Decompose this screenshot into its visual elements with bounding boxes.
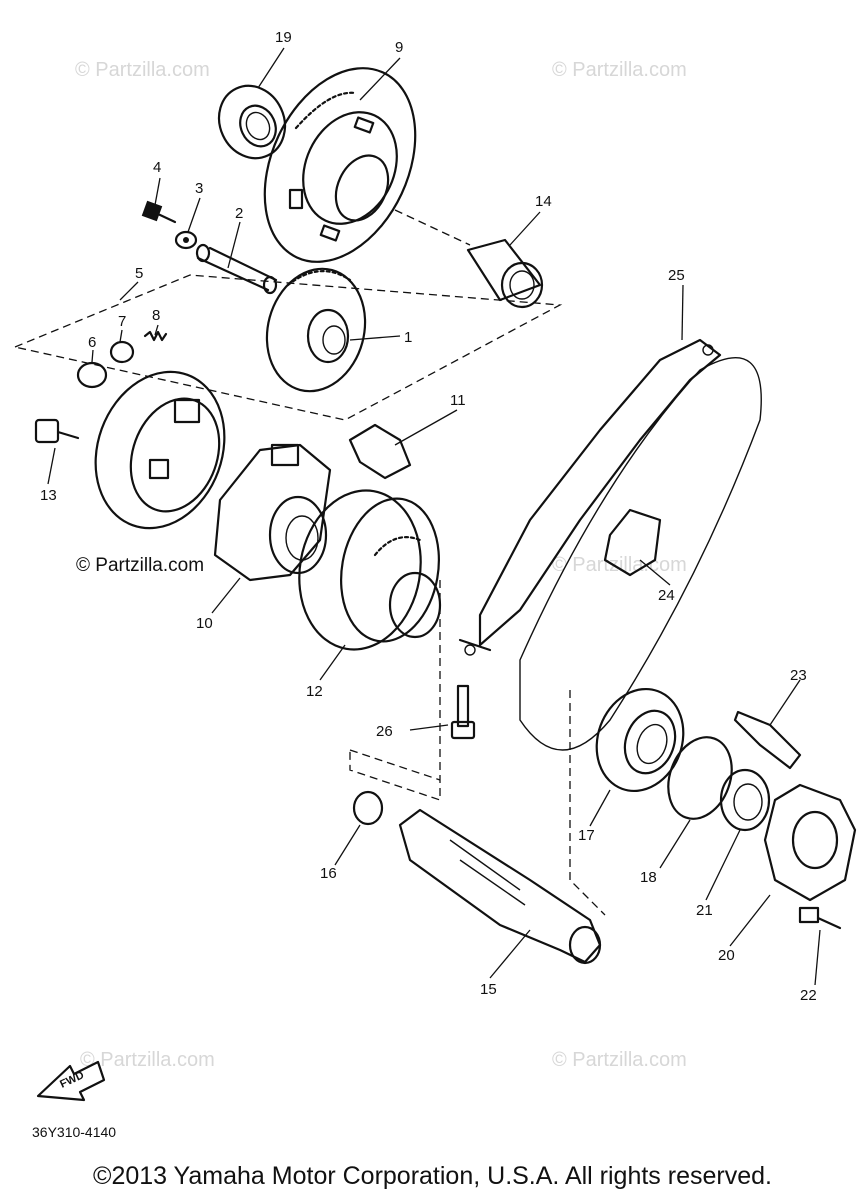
callout-12: 12 — [306, 683, 323, 700]
part-13-bolt — [34, 418, 80, 444]
watermark-top-right: © Partzilla.com — [552, 59, 687, 81]
part-3-washer — [174, 230, 198, 250]
callout-4: 4 — [153, 159, 161, 176]
part-8-spring — [143, 330, 168, 342]
callout-2: 2 — [235, 205, 243, 222]
callout-15: 15 — [480, 981, 497, 998]
part-22-bolt — [798, 906, 842, 930]
callout-8: 8 — [152, 307, 160, 324]
diagram-part-code: 36Y310-4140 — [32, 1124, 117, 1140]
callout-1: 1 — [404, 329, 412, 346]
callout-23: 23 — [790, 667, 807, 684]
part-25-chain-guide — [458, 338, 722, 656]
drive-chain — [519, 357, 762, 751]
callout-20: 20 — [718, 947, 735, 964]
watermark-top-left: © Partzilla.com — [75, 59, 210, 81]
part-4-bolt — [141, 200, 177, 224]
part-12-wheel-gear — [298, 489, 442, 651]
callout-22: 22 — [800, 987, 817, 1004]
callout-26: 26 — [376, 723, 393, 740]
part-23-pin — [733, 710, 802, 770]
callout-3: 3 — [195, 180, 203, 197]
callout-19: 19 — [275, 29, 292, 46]
part-14-sleeve — [466, 238, 544, 309]
callout-7: 7 — [118, 313, 126, 330]
callout-25: 25 — [668, 267, 685, 284]
callout-24: 24 — [658, 587, 675, 604]
callout-16: 16 — [320, 865, 337, 882]
watermark-middle-left: © Partzilla.com — [76, 555, 204, 576]
callout-11: 11 — [450, 392, 466, 409]
callout-13: 13 — [40, 487, 57, 504]
callout-9: 9 — [395, 39, 403, 56]
watermark-bottom-right: © Partzilla.com — [552, 1049, 687, 1071]
assembly-guide-right — [569, 690, 606, 916]
part-6-roller — [76, 361, 108, 389]
watermark-middle-right: © Partzilla.com — [552, 554, 687, 576]
callout-17: 17 — [578, 827, 595, 844]
clutch-housing — [94, 370, 226, 530]
part-18-o-ring — [667, 736, 733, 820]
part-15-shaft — [398, 808, 602, 965]
part-2-pin — [195, 243, 278, 295]
part-10-clutch-boss — [213, 443, 332, 582]
part-7-plunger — [109, 340, 135, 364]
callout-14: 14 — [535, 193, 552, 210]
callout-6: 6 — [88, 334, 96, 351]
part-11-roller — [348, 423, 412, 480]
part-21-oil-seal — [719, 768, 771, 832]
callout-18: 18 — [640, 869, 657, 886]
part-24-damper — [603, 508, 662, 577]
callout-5: 5 — [135, 265, 143, 282]
part-17-bearing — [595, 687, 685, 793]
part-9-gear-plate — [263, 67, 417, 263]
watermark-bottom-left: © Partzilla.com — [80, 1049, 215, 1071]
callout-10: 10 — [196, 615, 213, 632]
assembly-guide-shaft — [349, 580, 441, 801]
copyright-notice: ©2013 Yamaha Motor Corporation, U.S.A. A… — [93, 1162, 772, 1190]
callout-21: 21 — [696, 902, 713, 919]
part-19-bearing — [217, 84, 287, 160]
part-16-cap — [352, 790, 384, 826]
assembly-guide-upper — [12, 274, 563, 421]
part-20-housing — [763, 783, 857, 902]
assembly-guide-14 — [394, 209, 471, 246]
leader-lines — [47, 47, 821, 986]
part-26-bolt — [450, 684, 476, 740]
part-1-idler-gear — [265, 267, 367, 393]
